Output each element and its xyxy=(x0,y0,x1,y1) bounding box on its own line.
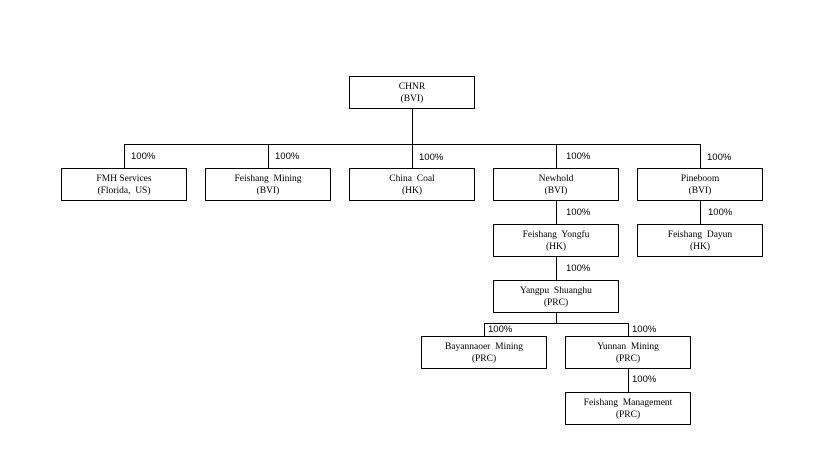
entity-jurisdiction: (HK) xyxy=(401,185,423,196)
entity-name: CHNR xyxy=(398,81,426,92)
entity-jurisdiction: (BVI) xyxy=(256,185,280,196)
entity-pineboom: Pineboom (BVI) xyxy=(637,168,763,201)
ownership-label: 100% xyxy=(131,151,156,162)
entity-name: Yangpu Shuanghu xyxy=(520,285,592,296)
connector-line xyxy=(484,323,485,337)
entity-feishang-mining: Feishang Mining (BVI) xyxy=(205,168,331,201)
connector-line xyxy=(700,144,701,169)
entity-name: Feishang Dayun xyxy=(667,229,733,240)
entity-name: China Coal xyxy=(389,173,435,184)
connector-line xyxy=(556,144,557,169)
connector-line xyxy=(556,312,557,324)
connector-line xyxy=(628,323,629,337)
entity-name: Feishang Mining xyxy=(234,173,302,184)
entity-jurisdiction: (Florida, US) xyxy=(97,185,151,196)
ownership-label: 100% xyxy=(566,207,591,218)
entity-bayannaoer-mining: Bayannaoer Mining (PRC) xyxy=(421,336,547,369)
entity-fmh-services: FMH Services (Florida, US) xyxy=(61,168,187,201)
ownership-label: 100% xyxy=(632,374,657,385)
ownership-label: 100% xyxy=(707,152,732,163)
ownership-label: 100% xyxy=(566,263,591,274)
entity-china-coal: China Coal (HK) xyxy=(349,168,475,201)
entity-feishang-yongfu: Feishang Yongfu (HK) xyxy=(493,224,619,257)
connector-line xyxy=(268,144,269,169)
connector-line xyxy=(556,200,557,225)
entity-name: Yunnan Mining xyxy=(597,341,659,352)
entity-chnr: CHNR (BVI) xyxy=(349,76,475,109)
entity-newhold: Newhold (BVI) xyxy=(493,168,619,201)
entity-name: FMH Services xyxy=(96,173,152,184)
entity-jurisdiction: (HK) xyxy=(689,241,711,252)
connector-line xyxy=(412,144,413,169)
entity-name: Feishang Yongfu xyxy=(522,229,590,240)
entity-jurisdiction: (BVI) xyxy=(400,93,424,104)
entity-name: Feishang Management xyxy=(583,397,673,408)
ownership-label: 100% xyxy=(708,207,733,218)
ownership-label: 100% xyxy=(275,151,300,162)
ownership-label: 100% xyxy=(566,151,591,162)
connector-line xyxy=(412,108,413,145)
entity-yunnan-mining: Yunnan Mining (PRC) xyxy=(565,336,691,369)
entity-feishang-dayun: Feishang Dayun (HK) xyxy=(637,224,763,257)
entity-feishang-management: Feishang Management (PRC) xyxy=(565,392,691,425)
ownership-label: 100% xyxy=(419,152,444,163)
connector-line xyxy=(484,323,629,324)
ownership-label: 100% xyxy=(488,324,513,335)
entity-jurisdiction: (PRC) xyxy=(615,353,641,364)
ownership-label: 100% xyxy=(632,324,657,335)
entity-jurisdiction: (BVI) xyxy=(544,185,568,196)
entity-jurisdiction: (PRC) xyxy=(543,297,569,308)
entity-name: Pineboom xyxy=(680,173,720,184)
entity-jurisdiction: (PRC) xyxy=(615,409,641,420)
connector-line xyxy=(124,144,125,169)
entity-name: Newhold xyxy=(538,173,574,184)
connector-line xyxy=(700,200,701,225)
entity-jurisdiction: (PRC) xyxy=(471,353,497,364)
connector-line xyxy=(628,368,629,393)
entity-yangpu-shuanghu: Yangpu Shuanghu (PRC) xyxy=(493,280,619,313)
connector-line xyxy=(556,256,557,281)
entity-jurisdiction: (HK) xyxy=(545,241,567,252)
entity-name: Bayannaoer Mining xyxy=(444,341,524,352)
entity-jurisdiction: (BVI) xyxy=(688,185,712,196)
